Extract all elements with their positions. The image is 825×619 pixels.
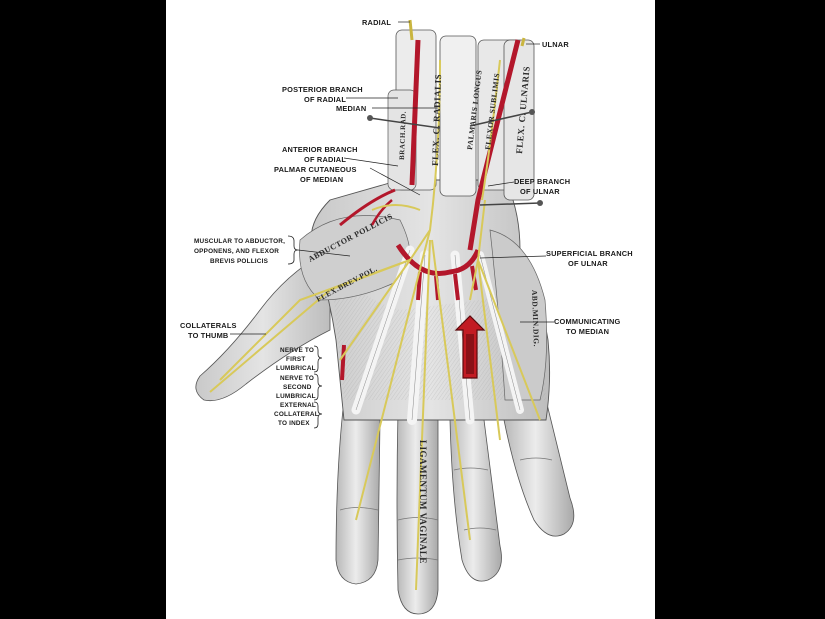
label-nerve-first: NERVE TO [280,347,314,354]
label-nerve-first-2: FIRST [286,356,305,363]
thumb [195,249,331,402]
callouts-left: RADIAL POSTERIOR BRANCH OF RADIAL MEDIAN… [180,18,438,429]
nerves [209,19,541,591]
radial-artery [409,39,421,186]
label-nerve-second-2: SECOND [283,384,312,391]
label-muscular: MUSCULAR TO ABDUCTOR, [194,238,285,245]
ulnar-nerve [481,59,501,201]
label-external: EXTERNAL [280,402,316,409]
index-finger [335,399,381,585]
label-ulnar: ULNAR [542,40,569,49]
label-ligamentum-vaginale: LIGAMENTUM VAGINALE [418,440,428,564]
label-muscular-2: OPPONENS, AND FLEXOR [194,248,279,255]
label-external-2: COLLATERAL [274,411,319,418]
label-muscular-3: BREVIS POLLICIS [210,258,269,265]
label-abd-min-dig: ABD.MIN.DIG. [530,290,541,347]
label-flex-c-radialis: FLEX. C. RADIALIS [430,74,443,166]
middle-finger [396,409,439,615]
label-deep-branch-2: OF ULNAR [520,187,560,196]
label-deep-branch: DEEP BRANCH [514,177,570,186]
red-arrow-indicator [454,315,486,379]
label-posterior-branch: POSTERIOR BRANCH [282,85,363,94]
label-palmar-cutaneous-2: OF MEDIAN [300,175,343,184]
label-anterior-branch: ANTERIOR BRANCH [282,145,358,154]
fingers [335,399,575,615]
label-communicating: COMMUNICATING [554,317,621,326]
callouts-right: ULNAR DEEP BRANCH OF ULNAR SUPERFICIAL B… [479,40,633,336]
ring-finger [449,419,502,582]
label-brach-rad: BRACH.RAD. [398,111,408,160]
label-anterior-branch-2: OF RADIAL [304,155,346,164]
label-median: MEDIAN [336,104,366,113]
arteries [339,39,521,381]
label-palmar-cutaneous: PALMAR CUTANEOUS [274,165,357,174]
label-nerve-second-3: LUMBRICAL [276,393,316,400]
dissection-pins [367,109,543,206]
label-nerve-second: NERVE TO [280,375,314,382]
label-radial: RADIAL [362,18,391,27]
median-nerve [409,59,441,261]
label-superficial-branch: SUPERFICIAL BRANCH [546,249,633,258]
label-collaterals: COLLATERALS [180,321,237,330]
little-finger [503,399,575,537]
ulnar-artery [467,39,521,251]
label-superficial-branch-2: OF ULNAR [568,259,608,268]
superficial-palmar-arch [395,243,481,276]
label-external-3: TO INDEX [278,420,310,427]
label-collaterals-2: TO THUMB [188,331,228,340]
label-communicating-2: TO MEDIAN [566,327,609,336]
label-nerve-first-3: LUMBRICAL [276,365,316,372]
label-posterior-branch-2: OF RADIAL [304,95,346,104]
